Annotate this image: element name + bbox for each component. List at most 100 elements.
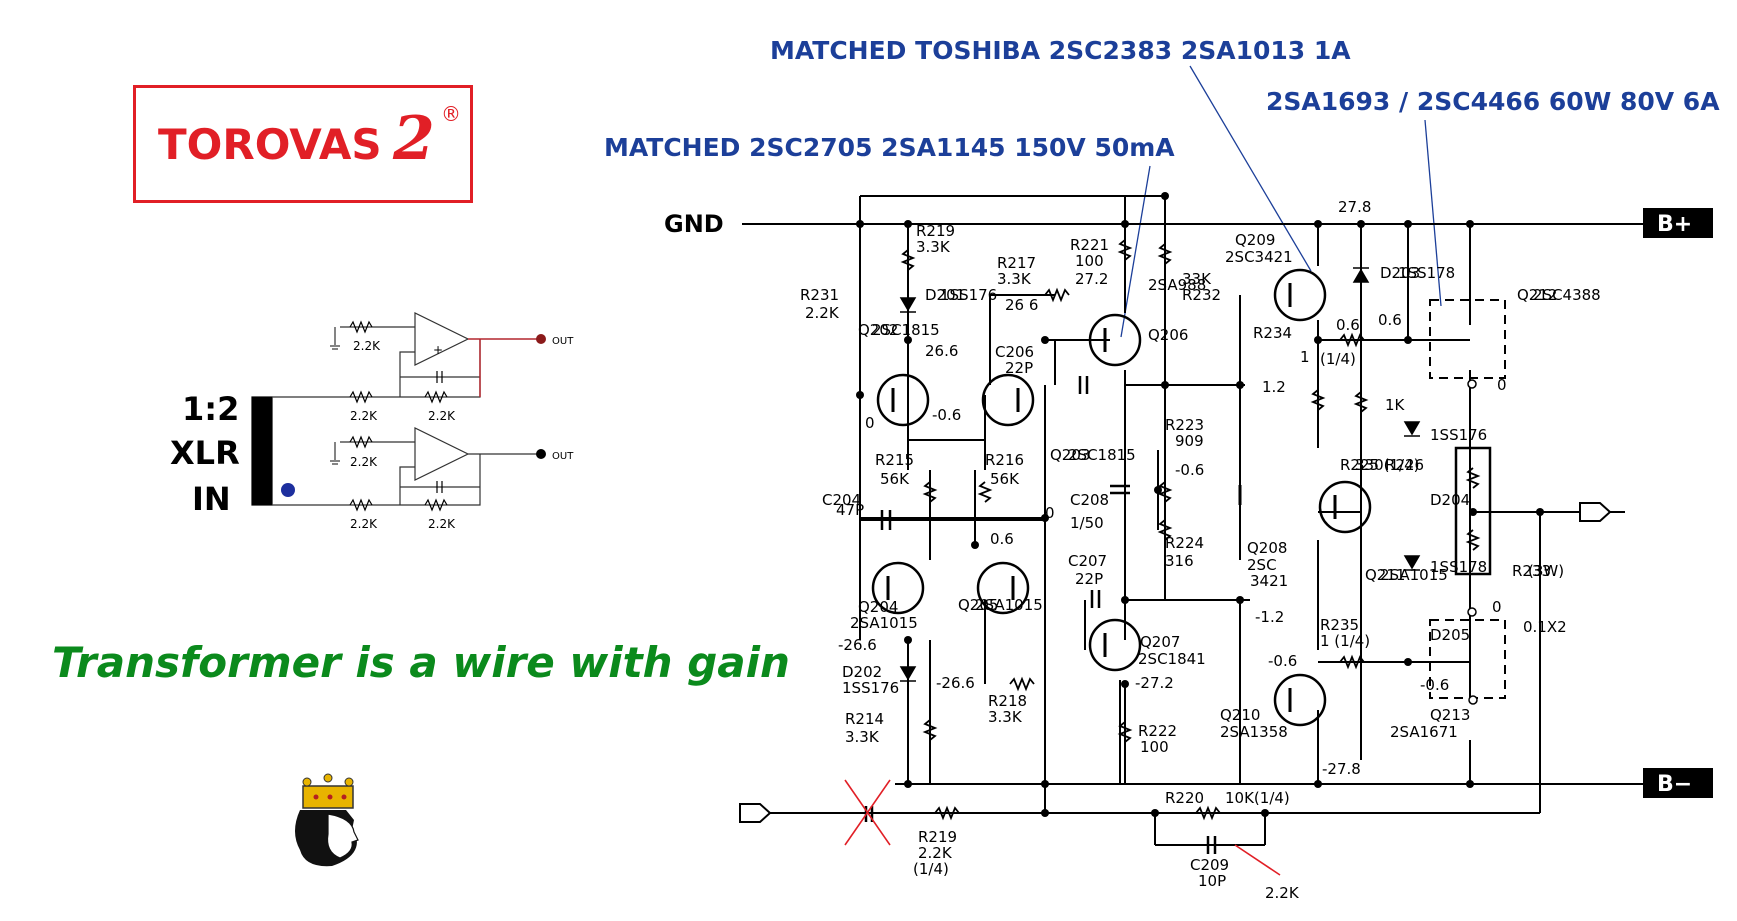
r225-label: R225 bbox=[1340, 456, 1379, 474]
r225-value: 330(1/4) bbox=[1355, 456, 1419, 474]
vn06b-label: -0.6 bbox=[1175, 461, 1204, 479]
v0b-label: 0 bbox=[1045, 504, 1055, 522]
q208-value2: 3421 bbox=[1250, 572, 1288, 590]
q202-label: Q202 bbox=[858, 321, 898, 339]
annotation-input-pair: MATCHED 2SC2705 2SA1145 150V 50mA bbox=[604, 133, 1175, 162]
r231-label: R231 bbox=[800, 286, 839, 304]
r219-value: 3.3K bbox=[916, 238, 951, 256]
vn12-label: -1.2 bbox=[1255, 608, 1284, 626]
q206-value: 2SA988 bbox=[1148, 276, 1206, 294]
c206-value: 22P bbox=[1005, 359, 1033, 377]
r219-label: R219 bbox=[916, 222, 955, 240]
q208-label: Q208 bbox=[1247, 539, 1287, 557]
crown-head-icon bbox=[295, 773, 359, 867]
slogan: Transformer is a wire with gain bbox=[52, 638, 790, 687]
r223-value: 909 bbox=[1175, 432, 1204, 450]
gnd-label: GND bbox=[664, 210, 724, 238]
c206-label: C206 bbox=[995, 343, 1034, 361]
r231-value: 2.2K bbox=[805, 304, 840, 322]
q210-value: 2SA1358 bbox=[1220, 723, 1288, 741]
r232-value: 33K bbox=[1182, 270, 1212, 288]
r215-value: 56K bbox=[880, 470, 910, 488]
r-label: 2.2K bbox=[350, 409, 378, 423]
q211-label: Q211 bbox=[1365, 566, 1405, 584]
logo-number: 2 bbox=[393, 104, 435, 174]
vn266b-label: -26.6 bbox=[936, 674, 975, 692]
r234-value: 1 bbox=[1300, 348, 1310, 366]
r221-label: R221 bbox=[1070, 236, 1109, 254]
r-label: 2.2K bbox=[350, 517, 378, 531]
out-label: OUT bbox=[552, 336, 574, 347]
annotation-toshiba: MATCHED TOSHIBA 2SC2383 2SA1013 1A bbox=[770, 36, 1351, 65]
q212-label: Q212 bbox=[1517, 286, 1557, 304]
r232-label: R232 bbox=[1182, 286, 1221, 304]
annotation-output-pair: 2SA1693 / 2SC4466 60W 80V 6A bbox=[1266, 87, 1720, 116]
r-label: 2.2K bbox=[428, 409, 456, 423]
q213-label: Q213 bbox=[1430, 706, 1470, 724]
r233-value: 0.1X2 bbox=[1523, 618, 1567, 636]
r234-label: R234 bbox=[1253, 324, 1292, 342]
q208-value: 2SC bbox=[1247, 556, 1277, 574]
registered-mark: ® bbox=[441, 102, 461, 126]
c208-label: C208 bbox=[1070, 491, 1109, 509]
bminus-label: B− bbox=[1657, 772, 1692, 797]
r224-value: 316 bbox=[1165, 552, 1194, 570]
v272-label: 27.2 bbox=[1075, 270, 1108, 288]
q204-value: 2SA1015 bbox=[850, 614, 918, 632]
vn06c-label: -0.6 bbox=[1268, 652, 1297, 670]
out-label: OUT bbox=[552, 451, 574, 462]
v0-label: 0 bbox=[865, 414, 875, 432]
r226-label: R226 bbox=[1385, 456, 1424, 474]
d202-label: D202 bbox=[842, 663, 882, 681]
q202-value: 2SC1815 bbox=[872, 321, 940, 339]
v12-label: 1.2 bbox=[1262, 378, 1286, 396]
r223-label: R223 bbox=[1165, 416, 1204, 434]
v266b-label: 26.6 bbox=[925, 342, 958, 360]
v278-label: 27.8 bbox=[1338, 198, 1371, 216]
xlr-in-label: IN bbox=[192, 480, 231, 518]
r214-label: R214 bbox=[845, 710, 884, 728]
bplus-label: B+ bbox=[1657, 212, 1692, 237]
d203-label: D203 bbox=[1380, 264, 1420, 282]
vn06d-label: -0.6 bbox=[1420, 676, 1449, 694]
r-label: 2.2K bbox=[428, 517, 456, 531]
vn06-label: -0.6 bbox=[932, 406, 961, 424]
r222-value: 100 bbox=[1140, 738, 1169, 756]
r215-label: R215 bbox=[875, 451, 914, 469]
r219b-watt: (1/4) bbox=[913, 860, 949, 878]
r221-value: 100 bbox=[1075, 252, 1104, 270]
q211-value: 2SA1015 bbox=[1380, 566, 1448, 584]
d202-value: 1SS176 bbox=[842, 679, 899, 697]
v0d-label: 0 bbox=[1497, 376, 1507, 394]
r234-watt: (1/4) bbox=[1320, 350, 1356, 368]
r233-label: R233 bbox=[1512, 562, 1551, 580]
r218-label: R218 bbox=[988, 692, 1027, 710]
q207-value: 2SC1841 bbox=[1138, 650, 1206, 668]
r224-label: R224 bbox=[1165, 534, 1204, 552]
vn278-label: -27.8 bbox=[1322, 760, 1361, 778]
svg-text:+: + bbox=[433, 343, 443, 357]
r217-value: 3.3K bbox=[997, 270, 1032, 288]
c207-label: C207 bbox=[1068, 552, 1107, 570]
d201-value: 1SS176 bbox=[940, 286, 997, 304]
d204-value: 1SS176 bbox=[1430, 426, 1487, 444]
q203-value: 2SC1815 bbox=[1068, 446, 1136, 464]
v0c-label: 0 bbox=[1492, 598, 1502, 616]
xlr-ratio-label: 1:2 bbox=[182, 390, 240, 428]
r-label: 2.2K bbox=[350, 455, 378, 469]
r216-value: 56K bbox=[990, 470, 1020, 488]
q203-label: Q203 bbox=[1050, 446, 1090, 464]
q206-label: Q206 bbox=[1148, 326, 1188, 344]
r235-label: R235 bbox=[1320, 616, 1359, 634]
r216-label: R216 bbox=[985, 451, 1024, 469]
r235-value: 1 (1/4) bbox=[1320, 632, 1370, 650]
d203-value: 1SS178 bbox=[1398, 264, 1455, 282]
vn266-label: -26.6 bbox=[838, 636, 877, 654]
c208-value: 1/50 bbox=[1070, 514, 1104, 532]
d201-label: D201 bbox=[925, 286, 965, 304]
r233-watt: (3W) bbox=[1528, 562, 1564, 580]
v06c-label: 0.6 bbox=[1378, 311, 1402, 329]
